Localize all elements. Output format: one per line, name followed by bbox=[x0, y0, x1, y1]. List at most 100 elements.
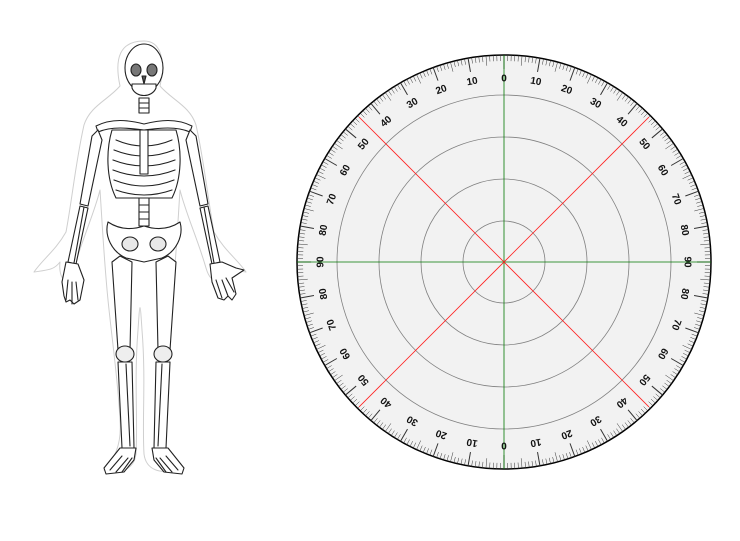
tick-mark bbox=[695, 197, 701, 201]
tick-mark bbox=[436, 66, 439, 73]
tick-mark bbox=[554, 452, 558, 463]
tick-mark bbox=[406, 439, 410, 445]
tick-mark bbox=[674, 368, 680, 372]
degree-label: 10 bbox=[529, 76, 542, 89]
tick-mark bbox=[426, 448, 429, 455]
tick-mark bbox=[607, 434, 611, 440]
tick-mark bbox=[621, 94, 626, 100]
tick-mark bbox=[703, 282, 710, 284]
tick-mark bbox=[362, 110, 368, 116]
tick-mark bbox=[308, 194, 315, 197]
tick-mark bbox=[409, 77, 413, 84]
tick-mark bbox=[542, 58, 544, 65]
tick-mark bbox=[679, 161, 686, 165]
tick-mark bbox=[682, 353, 689, 357]
tick-mark bbox=[298, 240, 305, 242]
tick-mark bbox=[324, 158, 338, 166]
tick-mark bbox=[690, 337, 697, 340]
tick-mark bbox=[591, 442, 595, 449]
tick-mark bbox=[613, 430, 617, 436]
tick-mark bbox=[665, 143, 674, 150]
tick-mark bbox=[531, 461, 534, 468]
tick-mark bbox=[352, 398, 358, 404]
tick-mark bbox=[655, 393, 661, 398]
tick-mark bbox=[314, 343, 321, 347]
tick-mark bbox=[302, 215, 309, 218]
tick-mark bbox=[621, 424, 626, 430]
tick-mark bbox=[562, 63, 565, 70]
tick-mark bbox=[575, 449, 579, 456]
tick-mark bbox=[354, 401, 360, 406]
tick-mark bbox=[397, 84, 401, 90]
tick-mark bbox=[691, 187, 698, 191]
tick-mark bbox=[336, 140, 342, 145]
tick-mark bbox=[332, 374, 338, 378]
tick-mark bbox=[695, 323, 701, 327]
tick-mark bbox=[640, 110, 646, 116]
tick-mark bbox=[627, 103, 638, 115]
tick-mark bbox=[350, 396, 355, 401]
skeleton-figure-icon bbox=[33, 40, 247, 475]
tick-mark bbox=[569, 443, 576, 457]
humerus-right bbox=[185, 129, 209, 207]
tick-mark bbox=[317, 349, 324, 353]
tick-mark bbox=[569, 66, 572, 73]
tick-mark bbox=[610, 86, 614, 92]
tick-mark bbox=[643, 406, 648, 412]
degree-label: 0 bbox=[501, 439, 507, 450]
tick-mark bbox=[391, 430, 395, 436]
tick-mark bbox=[302, 306, 309, 309]
tick-mark bbox=[299, 293, 306, 295]
degree-label: 80 bbox=[318, 223, 331, 236]
tick-mark bbox=[682, 174, 692, 179]
tick-mark bbox=[322, 161, 329, 165]
tick-mark bbox=[301, 218, 308, 221]
tick-mark bbox=[336, 379, 342, 384]
tick-mark bbox=[579, 448, 582, 455]
tick-mark bbox=[666, 140, 672, 145]
hand-left bbox=[61, 261, 85, 305]
tick-mark bbox=[482, 56, 484, 63]
tick-mark bbox=[485, 458, 488, 469]
degree-label: 70 bbox=[669, 192, 683, 207]
tick-mark bbox=[700, 303, 707, 306]
tick-mark bbox=[382, 424, 387, 430]
tick-mark bbox=[376, 98, 381, 104]
tick-mark bbox=[394, 432, 398, 438]
patella-right bbox=[153, 345, 173, 363]
jaw bbox=[131, 83, 157, 97]
tick-mark bbox=[313, 180, 320, 184]
tick-mark bbox=[601, 80, 605, 87]
tick-mark bbox=[520, 458, 523, 469]
tick-mark bbox=[345, 128, 357, 139]
tick-mark bbox=[426, 69, 429, 76]
degree-label: 20 bbox=[559, 427, 574, 441]
tick-mark bbox=[342, 131, 348, 136]
tick-mark bbox=[591, 75, 595, 82]
tick-mark bbox=[446, 455, 449, 462]
tick-mark bbox=[565, 453, 569, 459]
tick-mark bbox=[670, 158, 684, 166]
tick-mark bbox=[598, 439, 602, 445]
degree-label: 70 bbox=[669, 317, 683, 332]
tick-mark bbox=[457, 60, 460, 67]
tick-mark bbox=[690, 184, 697, 187]
tick-mark bbox=[684, 171, 691, 175]
tick-mark bbox=[693, 194, 700, 197]
tick-mark bbox=[313, 340, 320, 344]
tick-mark bbox=[524, 461, 526, 468]
tick-mark bbox=[338, 382, 344, 387]
degree-label: 60 bbox=[338, 345, 353, 361]
tick-mark bbox=[328, 368, 334, 372]
tick-mark bbox=[316, 174, 326, 179]
tick-mark bbox=[464, 58, 466, 65]
tick-mark bbox=[682, 167, 689, 171]
tick-mark bbox=[585, 72, 589, 79]
tick-mark bbox=[535, 57, 537, 64]
tick-mark bbox=[303, 310, 310, 313]
tick-mark bbox=[328, 152, 334, 156]
degree-label: 70 bbox=[325, 317, 339, 332]
tick-mark bbox=[700, 278, 711, 281]
tick-mark bbox=[379, 96, 384, 102]
